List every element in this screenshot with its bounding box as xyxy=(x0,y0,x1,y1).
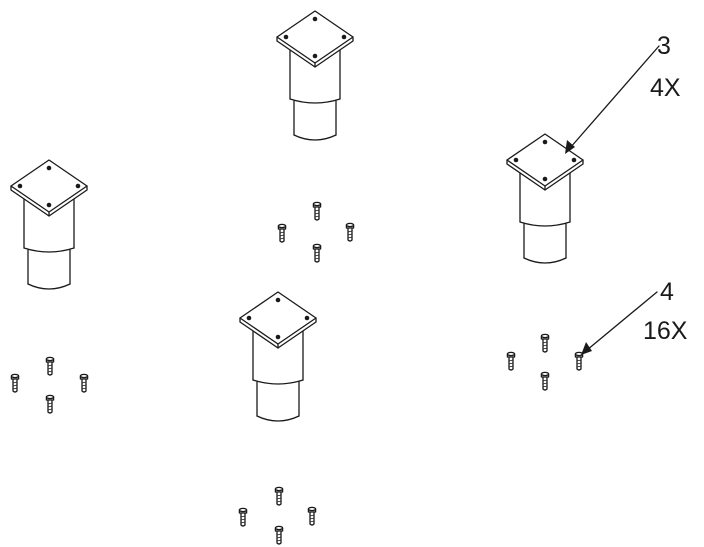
callout-quantity: 4X xyxy=(650,74,681,102)
arrowhead xyxy=(581,342,592,355)
screw xyxy=(277,223,287,243)
leg-assembly-left xyxy=(10,159,88,290)
screw xyxy=(274,525,284,545)
screw xyxy=(79,373,89,393)
callout-3: 3 4X xyxy=(565,32,681,154)
screw xyxy=(307,506,317,526)
screw-set-top xyxy=(277,201,355,263)
screw xyxy=(574,351,584,371)
screw xyxy=(312,201,322,221)
screw xyxy=(345,222,355,242)
callout-quantity: 16X xyxy=(643,317,688,345)
screw xyxy=(506,351,516,371)
screw xyxy=(274,486,284,506)
leader-line xyxy=(586,291,658,351)
leg-assembly-top xyxy=(276,10,354,141)
screw-set-left xyxy=(10,356,89,414)
screw xyxy=(45,356,55,376)
leg-assembly-bottom xyxy=(239,291,317,422)
screw-set-bottom xyxy=(238,486,317,545)
callout-number: 3 xyxy=(657,32,671,60)
callout-number: 4 xyxy=(660,278,674,306)
screw xyxy=(312,243,322,263)
leader-line xyxy=(569,45,660,149)
screw-set-right xyxy=(506,333,584,391)
callout-4: 4 16X xyxy=(581,278,688,355)
screw xyxy=(10,373,20,393)
screw xyxy=(238,507,248,527)
screw xyxy=(540,371,550,391)
screw xyxy=(45,394,55,414)
arrowhead xyxy=(565,140,575,154)
leg-assembly-right xyxy=(506,133,584,264)
screw xyxy=(540,333,550,353)
